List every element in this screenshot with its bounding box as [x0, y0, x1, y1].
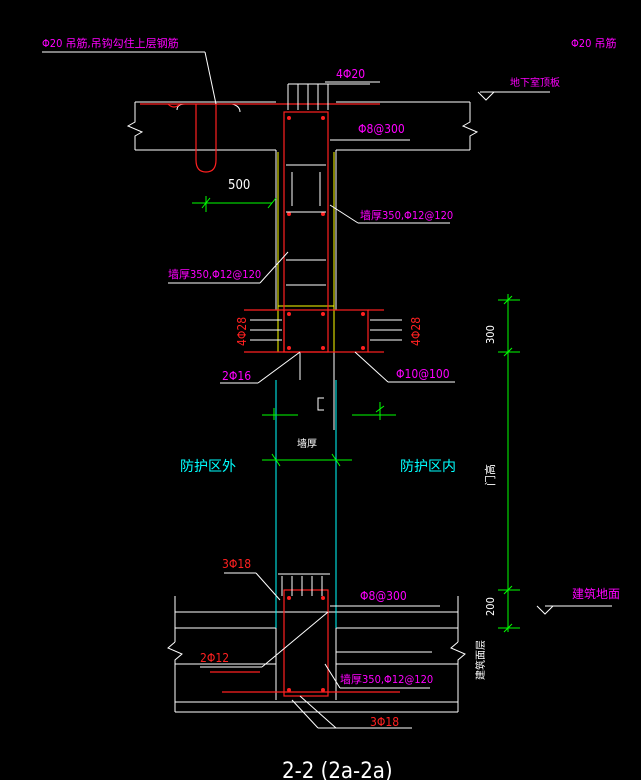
label-hanger-left: Φ20 吊筋,吊钩勾住上层钢筋 — [42, 36, 179, 50]
label-zone-outside: 防护区外 — [180, 459, 236, 475]
label-bottom-bars-2: 3Φ18 — [370, 715, 399, 729]
label-door-height: 门高 — [483, 464, 497, 486]
top-slab — [126, 101, 479, 151]
detail-white — [250, 83, 402, 596]
label-dim-200: 200 — [484, 597, 497, 616]
label-2phi12: 2Φ12 — [200, 651, 229, 665]
label-top-bars: 4Φ20 — [336, 67, 365, 81]
label-beam-right: 4Φ28 — [409, 317, 423, 346]
label-roof-slab: 地下室顶板 — [510, 76, 560, 89]
section-title: 2-2 (2a-2a) — [282, 759, 393, 780]
wall-outline — [270, 149, 337, 700]
label-hanger-right: Φ20 吊筋 — [571, 36, 617, 50]
label-bottom-bars: 3Φ18 — [222, 557, 251, 571]
label-slab-bottom: 建筑面层 — [474, 640, 487, 680]
bottom-slab — [167, 596, 466, 713]
label-wall-upper-left: 墙厚350,Φ12@120 — [168, 267, 261, 281]
label-zone-inside: 防护区内 — [400, 459, 456, 475]
label-floor-level: 建筑地面 — [572, 586, 620, 601]
dimensions — [192, 196, 520, 633]
label-2phi16: 2Φ16 — [222, 369, 251, 383]
rebar-dots — [287, 116, 365, 692]
rebar-red — [140, 103, 400, 697]
label-stirrup-top: Φ8@300 — [358, 122, 405, 136]
label-wall-upper-right: 墙厚350,Φ12@120 — [360, 208, 453, 222]
leaders — [42, 51, 612, 729]
label-beam-left: 4Φ28 — [235, 317, 249, 346]
level-markers — [477, 91, 554, 615]
label-wall-lower: 墙厚350,Φ12@120 — [340, 672, 433, 686]
label-wall-thickness: 墙厚 — [297, 437, 317, 450]
label-dim-500: 500 — [228, 178, 250, 193]
label-stirrup-bottom: Φ8@300 — [360, 589, 407, 603]
label-stirrup-beam: Φ10@100 — [396, 367, 450, 381]
label-dim-300: 300 — [484, 325, 497, 344]
